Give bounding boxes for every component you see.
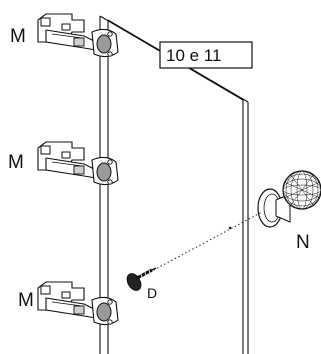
hole-marker	[228, 226, 232, 230]
panel-label-box: 10 e 11	[159, 41, 253, 69]
hinge-bottom	[37, 281, 119, 326]
hinge-top	[37, 13, 119, 58]
screw	[126, 267, 157, 291]
panel-label: 10 e 11	[166, 46, 221, 65]
knob-label: N	[296, 232, 310, 253]
hinge-bottom-label: M	[18, 290, 34, 311]
knob	[257, 170, 321, 228]
guide-line	[149, 211, 263, 273]
hinge-top-label: M	[10, 26, 26, 47]
screw-label: D	[147, 285, 157, 301]
hinge-middle-label: M	[8, 152, 24, 173]
hinge-middle	[37, 141, 119, 186]
